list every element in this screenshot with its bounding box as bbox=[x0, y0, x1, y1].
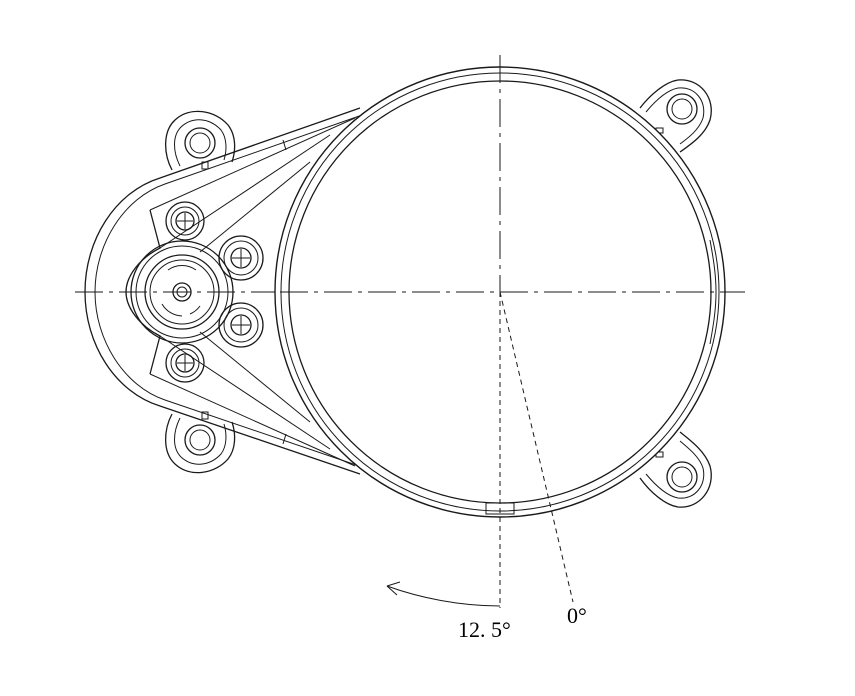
screw-lower-right bbox=[218, 302, 264, 348]
mounting-ear-bottom-left bbox=[164, 411, 236, 474]
angle-reference bbox=[386, 291, 574, 608]
center-lines-over-head bbox=[280, 55, 745, 293]
zero-reference-line bbox=[499, 291, 574, 603]
zero-angle-label: 0° bbox=[567, 603, 587, 628]
rotation-arrow bbox=[386, 585, 501, 607]
offset-angle-label: 12. 5° bbox=[458, 617, 511, 642]
mounting-ear-top-right bbox=[639, 79, 712, 153]
screw-top-left bbox=[165, 201, 205, 241]
screw-upper-right bbox=[218, 235, 264, 281]
mounting-ear-top-left bbox=[164, 110, 236, 171]
mounting-ear-bottom-right bbox=[639, 431, 712, 508]
motor-pulley bbox=[130, 240, 234, 344]
screw-bottom-left bbox=[165, 343, 205, 383]
arrow-head-icon bbox=[386, 581, 401, 596]
